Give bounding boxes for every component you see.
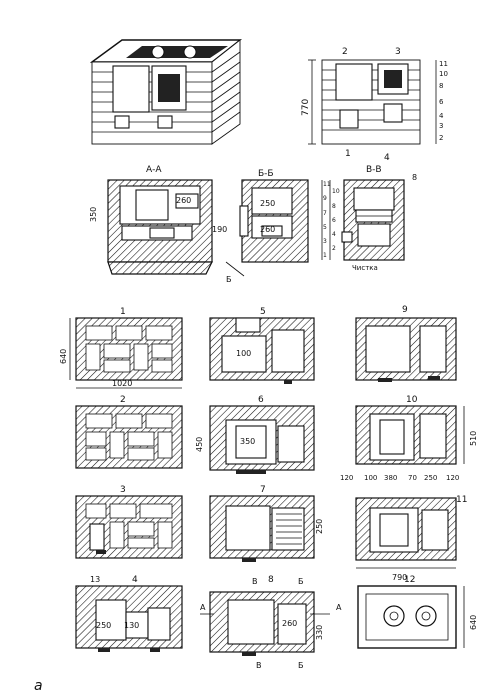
row-number-10: 10: [406, 395, 418, 405]
vv-row: 10: [332, 188, 340, 195]
front-callout: 2: [342, 47, 348, 57]
row-plan-12: [357, 585, 465, 649]
figure-label: а: [34, 678, 43, 694]
vv-row: 6: [332, 217, 336, 224]
front-callout: 1: [345, 149, 351, 159]
row-7-dim: 250: [315, 519, 324, 534]
row-number-4: 4: [132, 575, 138, 585]
row-1-dim: 640: [59, 349, 68, 364]
row-plan-2: [75, 405, 183, 469]
row-plan-3: [75, 495, 183, 559]
vv-row: 3: [323, 238, 327, 245]
row-4-dim: 250: [96, 621, 111, 630]
row-10-dim: 70: [408, 474, 417, 482]
stove-isometric-view: [89, 39, 243, 145]
section-title-aa: А-А: [146, 165, 162, 175]
row-number-1: 1: [120, 307, 126, 317]
row-8-mark: Б: [298, 661, 304, 670]
row-number-7: 7: [260, 485, 266, 495]
vv-row: 4: [332, 231, 336, 238]
row-plan-5: [209, 317, 315, 384]
row-11-dim: 790: [392, 573, 407, 582]
front-scale-label: 10: [439, 70, 448, 78]
section-title-bb: Б-Б: [258, 169, 274, 179]
row-10-dim: 120: [446, 474, 459, 482]
row-plan-7: [209, 495, 315, 562]
aa-mark: Б: [226, 275, 232, 284]
row-5-dim: 100: [236, 349, 251, 358]
vv-row: 9: [323, 195, 327, 202]
row-8-dim: 260: [282, 619, 297, 628]
front-scale-label: 4: [439, 112, 444, 120]
row-12-dim: 640: [469, 615, 478, 630]
row-plan-8: [200, 591, 330, 656]
bb-dim: 250: [260, 199, 275, 208]
front-scale-label: 8: [439, 82, 443, 90]
row-plan-4: [75, 585, 183, 652]
row-number-2: 2: [120, 395, 126, 405]
section-bb-drawing: [239, 179, 309, 263]
row-6-dim: 350: [240, 437, 255, 446]
aa-dim: 190: [212, 225, 227, 234]
section-title-vv: В-В: [366, 165, 382, 175]
section-aa-drawing: [107, 179, 245, 277]
row-number-6: 6: [258, 395, 264, 405]
row-8-mark: В: [256, 661, 262, 670]
front-scale-label: 3: [439, 122, 443, 130]
row-10-dim: 380: [384, 474, 397, 482]
front-height-label: 770: [301, 99, 311, 116]
bb-dim: 260: [260, 225, 275, 234]
front-callout: 4: [384, 153, 390, 163]
row-10-dim: 510: [469, 431, 478, 446]
vv-row: 2: [332, 245, 336, 252]
vv-row: 7: [323, 210, 327, 217]
vv-row: 8: [332, 203, 336, 210]
row-number-3: 3: [120, 485, 126, 495]
row-8-mark: А: [336, 603, 342, 612]
aa-dim: 260: [176, 196, 191, 205]
row-1-dim: 1020: [112, 379, 132, 388]
row-plan-11: [355, 497, 457, 569]
row-number-12: 12: [404, 575, 415, 585]
row-4-dim: 13: [90, 575, 100, 584]
row-10-dim: 120: [340, 474, 353, 482]
row-number-11: 11: [456, 495, 467, 505]
row-6-dim: 450: [195, 437, 204, 452]
vv-row: 11: [323, 181, 331, 188]
section-vv-drawing: [321, 179, 405, 261]
row-plan-10: [355, 405, 465, 465]
row-plan-9: [355, 317, 457, 382]
stove-front-elevation: [308, 59, 437, 145]
row-8-mark: Б: [298, 577, 304, 586]
row-10-dim: 100: [364, 474, 377, 482]
vv-top-mark: 8: [412, 173, 417, 182]
vv-note: Чистка: [352, 264, 378, 272]
row-number-9: 9: [402, 305, 408, 315]
row-plan-6: [209, 405, 315, 474]
row-4-dim: 130: [124, 621, 139, 630]
front-scale-label: 11: [439, 60, 448, 68]
row-number-5: 5: [260, 307, 266, 317]
front-scale-label: 2: [439, 134, 443, 142]
vv-row: 1: [323, 252, 327, 259]
vv-row: 5: [323, 224, 327, 231]
aa-dim: 350: [89, 207, 98, 222]
row-8-mark: В: [252, 577, 258, 586]
row-8-mark: А: [200, 603, 206, 612]
row-number-8: 8: [268, 575, 274, 585]
front-scale-label: 6: [439, 98, 444, 106]
row-8-dim: 330: [315, 625, 324, 640]
row-plan-1: [69, 317, 183, 389]
row-10-dim: 250: [424, 474, 437, 482]
front-callout: 3: [395, 47, 401, 57]
